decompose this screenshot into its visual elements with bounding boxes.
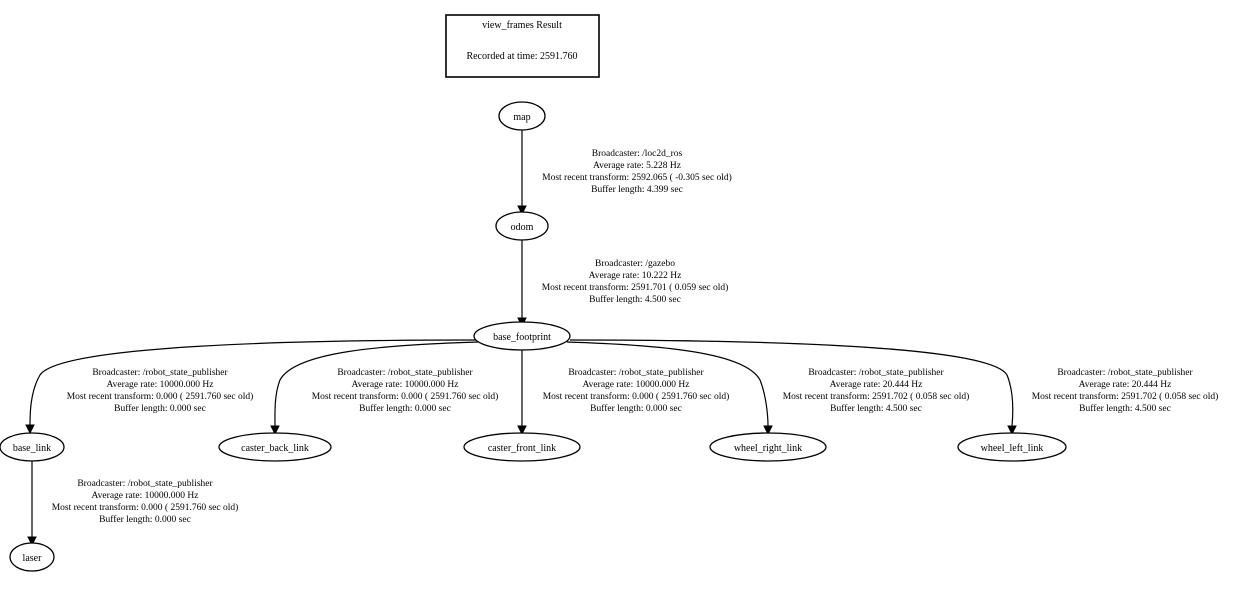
edge-broadcaster: Broadcaster: /robot_state_publisher [568,368,704,378]
edge-rate: Average rate: 10000.000 Hz [583,380,690,390]
title-box: view_frames Result Recorded at time: 259… [445,14,600,78]
edge-buffer: Buffer length: 0.000 sec [99,514,191,525]
node-base-link[interactable]: base_link [0,432,65,462]
edge-buffer: Buffer length: 4.399 sec [591,184,683,195]
edge-buffer: Buffer length: 0.000 sec [590,403,682,414]
edge-label-footprint-caster-back: Broadcaster: /robot_state_publisher Aver… [312,368,499,414]
edge-recent: Most recent transform: 0.000 ( 2591.760 … [67,391,254,402]
edges [25,130,1017,547]
edge-broadcaster: Broadcaster: /robot_state_publisher [337,368,473,378]
edge-label-base-link-laser: Broadcaster: /robot_state_publisher Aver… [52,479,239,525]
edge-recent: Most recent transform: 2591.702 ( 0.058 … [783,391,970,402]
node-label: base_footprint [493,332,551,343]
edge-buffer: Buffer length: 4.500 sec [830,403,922,414]
node-wheel-right-link[interactable]: wheel_right_link [709,432,827,462]
edge-recent: Most recent transform: 2591.702 ( 0.058 … [1032,391,1219,402]
edge-buffer: Buffer length: 4.500 sec [589,294,681,305]
edge-rate: Average rate: 10000.000 Hz [107,380,214,390]
edge-broadcaster: Broadcaster: /gazebo [595,259,675,269]
node-base-footprint[interactable]: base_footprint [473,321,571,351]
edge-label-footprint-base-link: Broadcaster: /robot_state_publisher Aver… [67,368,254,414]
node-label: wheel_left_link [981,443,1044,454]
node-map[interactable]: map [498,101,546,131]
edge-buffer: Buffer length: 0.000 sec [114,403,206,414]
title-heading: view_frames Result [482,20,562,31]
node-odom[interactable]: odom [495,211,549,241]
node-label: base_link [13,443,51,454]
node-caster-front-link[interactable]: caster_front_link [463,432,581,462]
edge-rate: Average rate: 10000.000 Hz [352,380,459,390]
edge-label-odom-base-footprint: Broadcaster: /gazebo Average rate: 10.22… [542,259,729,305]
edge-broadcaster: Broadcaster: /loc2d_ros [592,149,683,159]
arrowhead-caster-back [270,425,280,436]
arrowhead-laser [27,536,37,547]
arrowhead-base-link [25,424,35,435]
edge-label-map-odom: Broadcaster: /loc2d_ros Average rate: 5.… [542,149,732,195]
edge-recent: Most recent transform: 0.000 ( 2591.760 … [52,502,239,513]
edge-rate: Average rate: 10000.000 Hz [92,491,199,501]
node-label: laser [23,553,43,564]
arrowhead-caster-front [517,425,527,436]
edge-recent: Most recent transform: 2592.065 ( -0.305… [542,172,732,183]
edge-label-footprint-caster-front: Broadcaster: /robot_state_publisher Aver… [543,368,730,414]
edge-rate: Average rate: 20.444 Hz [1079,380,1172,390]
edge-footprint-caster-back [274,341,479,427]
edge-broadcaster: Broadcaster: /robot_state_publisher [92,368,228,378]
edge-recent: Most recent transform: 0.000 ( 2591.760 … [312,391,499,402]
edge-label-footprint-wheel-right: Broadcaster: /robot_state_publisher Aver… [783,368,970,414]
node-label: odom [511,222,534,233]
edge-broadcaster: Broadcaster: /robot_state_publisher [808,368,944,378]
edge-broadcaster: Broadcaster: /robot_state_publisher [1057,368,1193,378]
node-wheel-left-link[interactable]: wheel_left_link [957,432,1067,462]
edge-buffer: Buffer length: 0.000 sec [359,403,451,414]
edge-footprint-base-link [29,339,477,426]
edge-rate: Average rate: 5.228 Hz [593,161,681,171]
arrowhead-wheel-left [1007,425,1017,436]
node-label: caster_front_link [488,443,556,454]
arrowhead-wheel-right [763,425,773,436]
arrowhead-odom [517,205,527,216]
node-label: wheel_right_link [734,443,802,454]
node-caster-back-link[interactable]: caster_back_link [218,432,332,462]
edge-rate: Average rate: 20.444 Hz [830,380,923,390]
node-label: map [513,112,530,123]
edge-broadcaster: Broadcaster: /robot_state_publisher [77,479,213,489]
edge-footprint-wheel-right [566,341,769,427]
edge-recent: Most recent transform: 0.000 ( 2591.760 … [543,391,730,402]
edge-buffer: Buffer length: 4.500 sec [1079,403,1171,414]
edge-rate: Average rate: 10.222 Hz [589,271,682,281]
edge-footprint-wheel-left [569,339,1014,427]
edge-recent: Most recent transform: 2591.701 ( 0.059 … [542,282,729,293]
node-label: caster_back_link [241,443,309,454]
node-laser[interactable]: laser [9,542,55,572]
recorded-time: Recorded at time: 2591.760 [466,51,577,62]
edge-label-footprint-wheel-left: Broadcaster: /robot_state_publisher Aver… [1032,368,1219,414]
